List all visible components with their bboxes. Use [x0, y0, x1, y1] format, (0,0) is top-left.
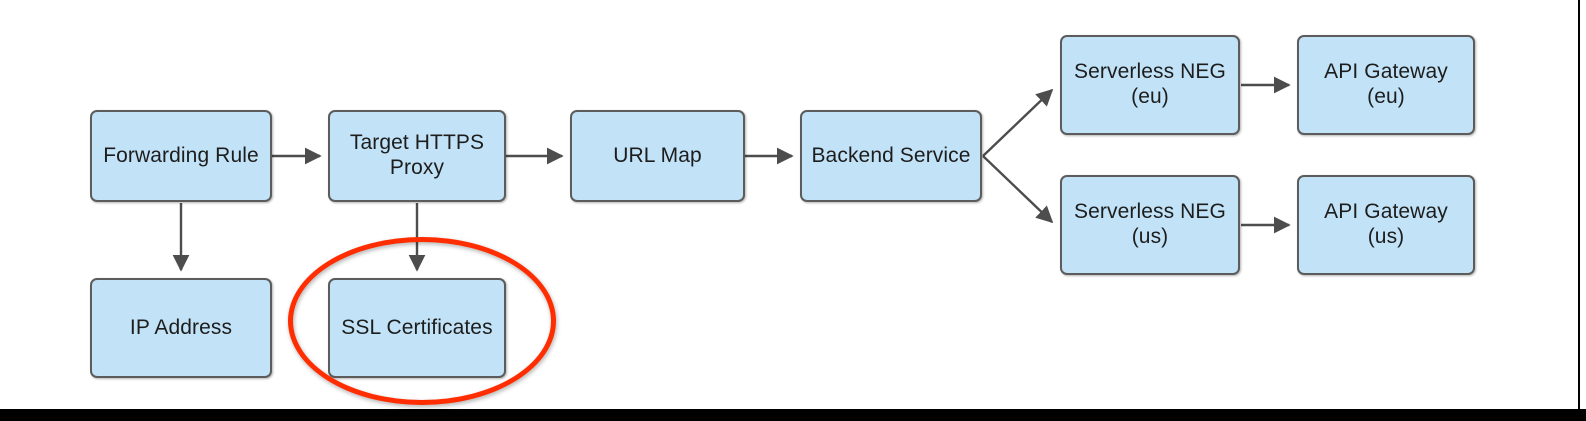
node-backend-service[interactable]: Backend Service — [800, 110, 982, 202]
node-label-ip-address: IP Address — [129, 315, 233, 339]
node-forwarding-rule[interactable]: Forwarding Rule — [90, 110, 272, 202]
node-serverless-neg-us[interactable]: Serverless NEG (us) — [1060, 175, 1240, 275]
node-label-api-gateway-eu: API Gateway (eu) — [1324, 60, 1448, 108]
edge-backend-service-to-serverless-neg-eu — [982, 88, 1054, 157]
node-api-gateway-us[interactable]: API Gateway (us) — [1297, 175, 1475, 275]
canvas-bottom-rule — [0, 409, 1586, 421]
ssl-certificates-highlight-ellipse — [288, 237, 556, 405]
node-api-gateway-eu[interactable]: API Gateway (eu) — [1297, 35, 1475, 135]
node-serverless-neg-eu[interactable]: Serverless NEG (eu) — [1060, 35, 1240, 135]
node-ip-address[interactable]: IP Address — [90, 278, 272, 378]
node-target-https-proxy[interactable]: Target HTTPS Proxy — [328, 110, 506, 202]
node-label-url-map: URL Map — [613, 143, 702, 167]
canvas-right-rule — [1578, 0, 1580, 421]
node-label-target-https-proxy: Target HTTPS Proxy — [349, 131, 485, 179]
node-label-forwarding-rule: Forwarding Rule — [103, 143, 259, 167]
node-label-serverless-neg-eu: Serverless NEG (eu) — [1074, 60, 1226, 108]
edge-backend-service-to-serverless-neg-us — [982, 155, 1054, 224]
node-label-serverless-neg-us: Serverless NEG (us) — [1074, 200, 1226, 248]
node-label-api-gateway-us: API Gateway (us) — [1324, 200, 1448, 248]
node-url-map[interactable]: URL Map — [570, 110, 745, 202]
node-label-backend-service: Backend Service — [811, 143, 971, 167]
